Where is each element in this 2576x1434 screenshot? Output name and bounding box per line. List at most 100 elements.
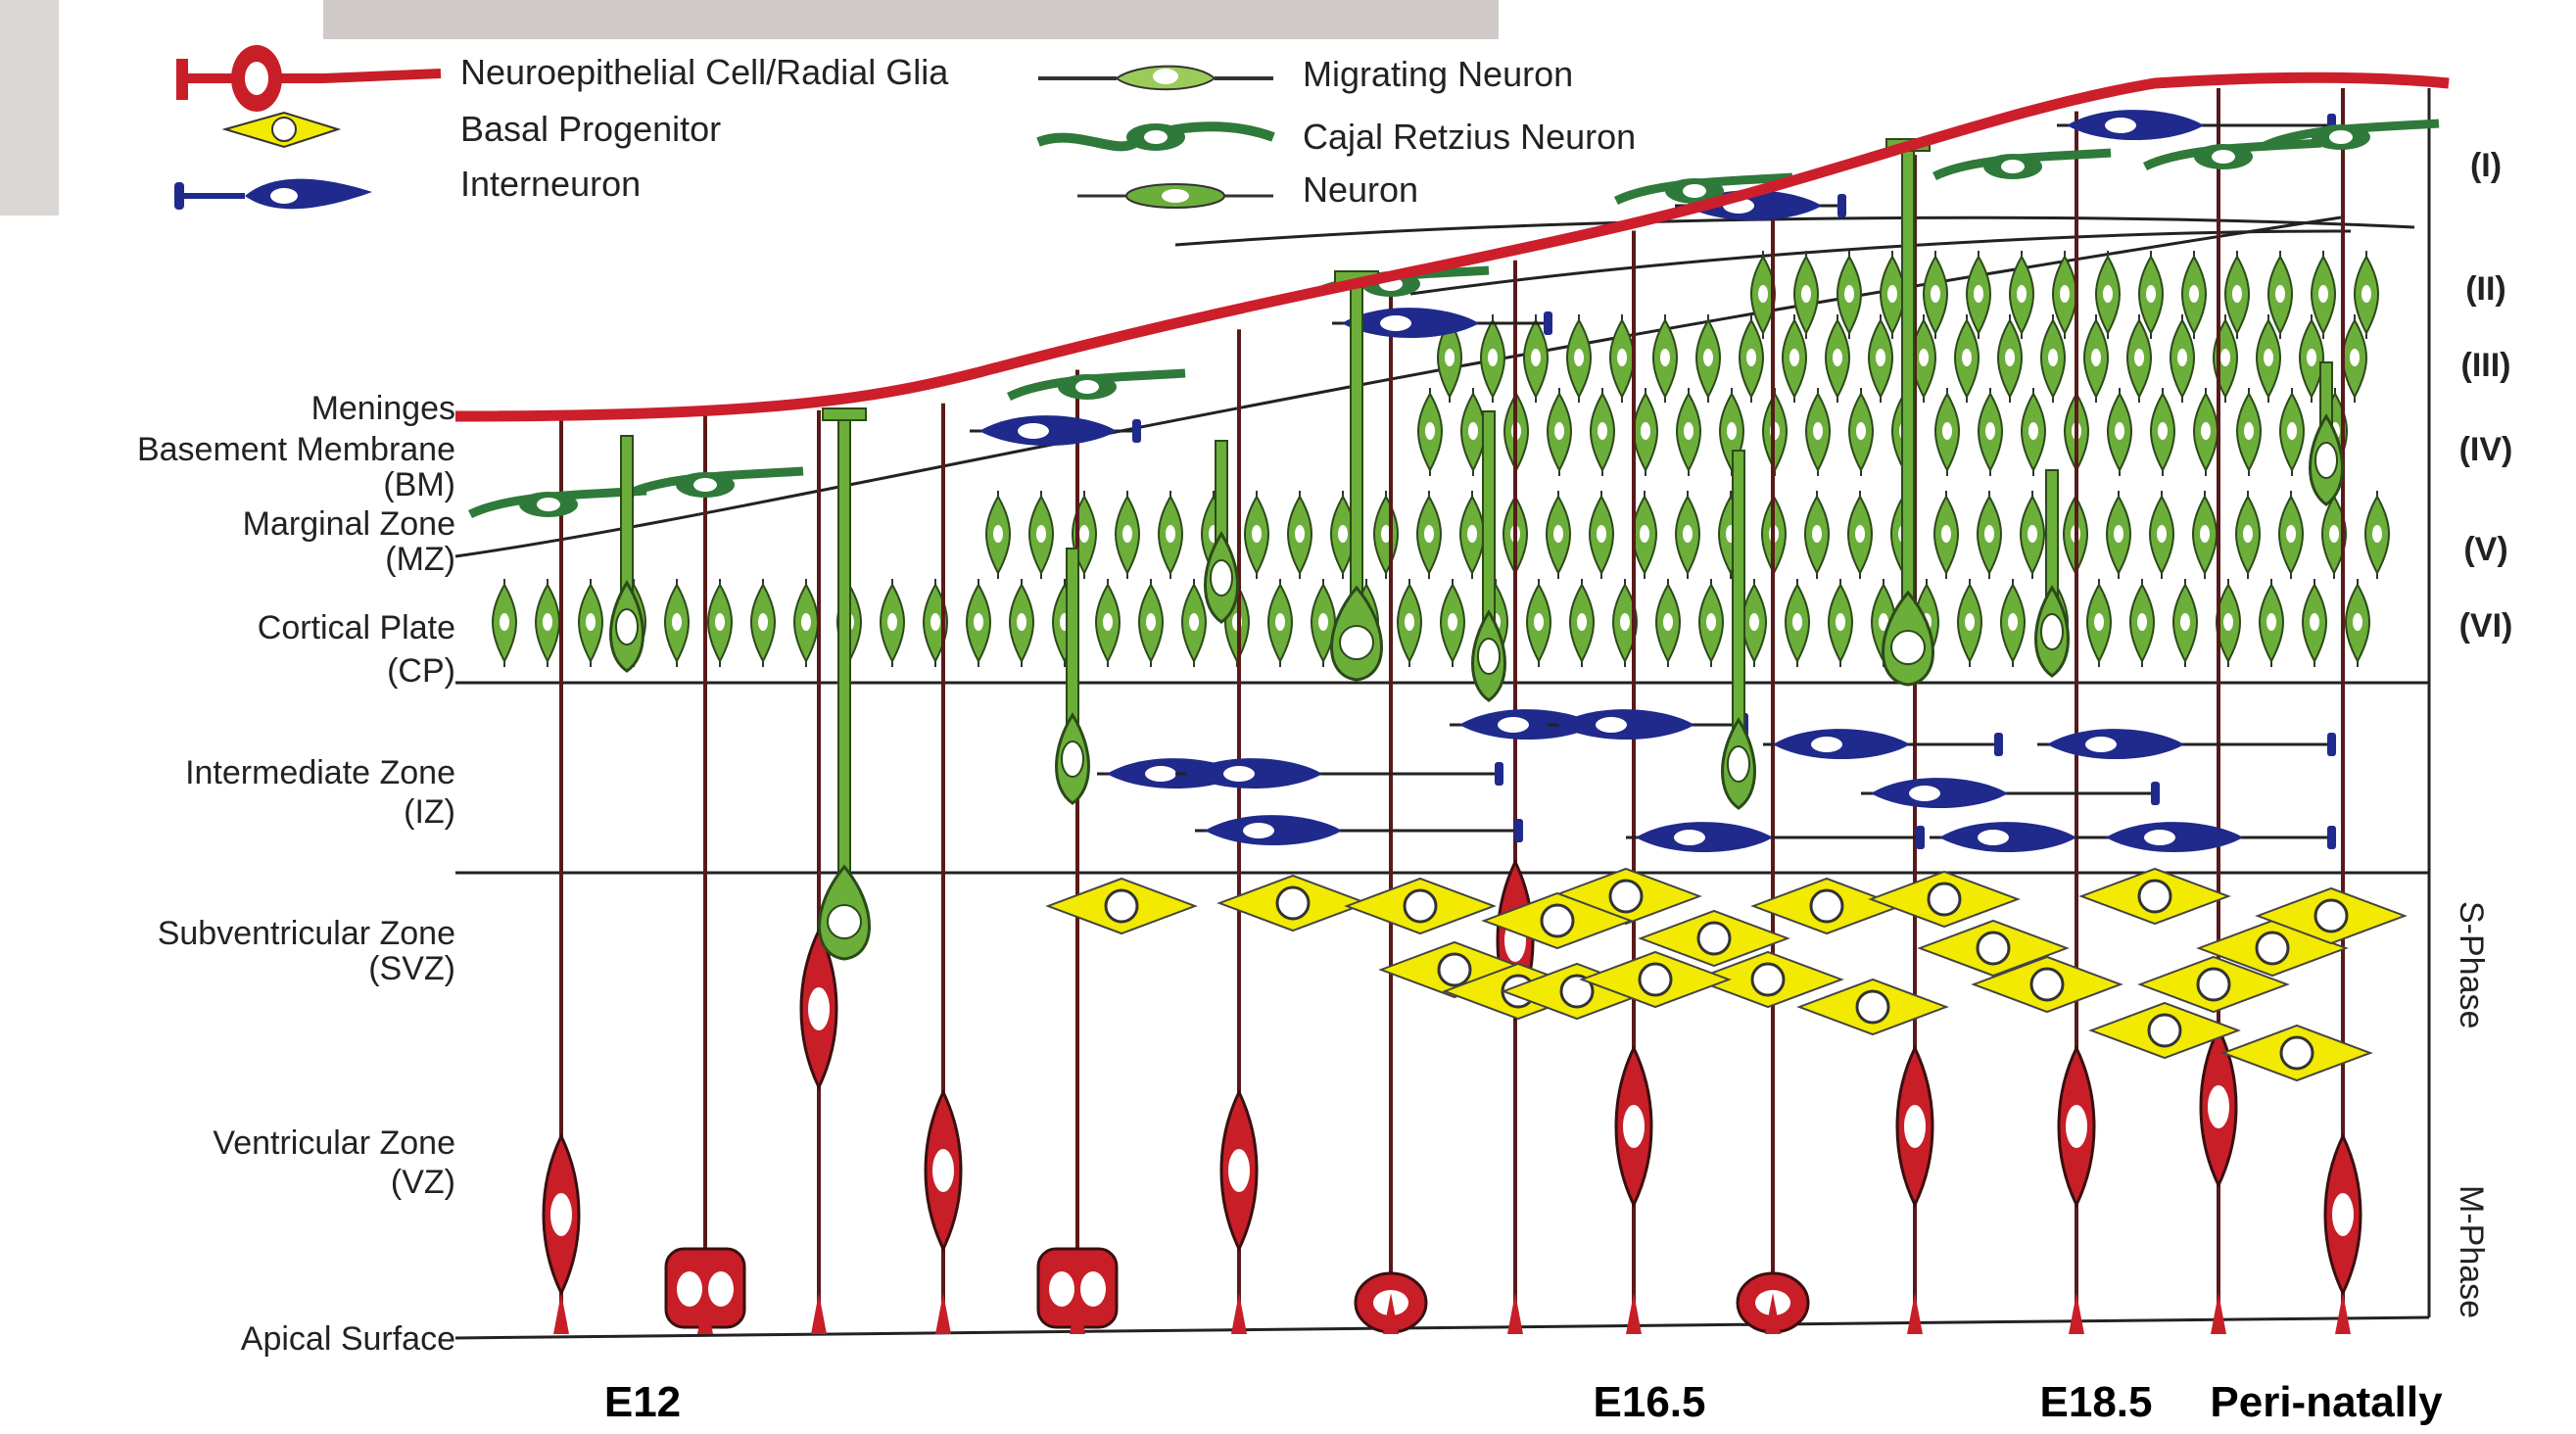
cajal-retzius-group [467,119,2440,519]
interneuron-cell [1175,758,1503,789]
legend-basal-progenitor-label: Basal Progenitor [460,109,721,149]
interneuron-cell [2096,822,2336,853]
cortical-neuron [707,579,733,667]
cortical-neuron [1115,491,1140,579]
basal-progenitor-cell [2255,886,2408,945]
zone-mz-abbr-label: (MZ) [385,541,455,578]
cortical-neuron [750,579,776,667]
cortical-neuron [880,579,905,667]
basal-progenitor-cell [1917,919,2070,978]
cortical-neuron [2138,251,2164,339]
cortical-neuron [1287,491,1312,579]
cortical-neuron [1847,491,1873,579]
m-phase-label: M-Phase [2453,1185,2490,1318]
legend-migrating-neuron-icon [1038,65,1273,91]
interneuron-cell [1332,308,1552,339]
cortical-neuron [1416,491,1442,579]
legend-cajal-retzius-icon [1036,121,1275,152]
migrating-neuron-cell [1721,450,1756,810]
layer-ii-boundary-line [1409,229,2352,296]
cortical-neuron [1095,579,1121,667]
s-phase-label: S-Phase [2453,901,2490,1028]
cortical-neuron [1590,388,1615,476]
cortical-neuron [1676,388,1701,476]
layer-iv-label: (IV) [2459,431,2513,468]
cortical-neuron [1609,314,1635,403]
cortical-neuron [1741,579,1767,667]
cortical-neuron [1523,314,1549,403]
legend-neuron-icon [1077,183,1273,209]
cortical-neuron [2192,491,2218,579]
cortical-neuron [1158,491,1183,579]
cortical-neuron [1330,491,1356,579]
cortical-neuron [2354,251,2379,339]
basal-progenitor-cell [1481,891,1634,950]
cortical-neuron [1633,388,1658,476]
cortical-neuron [2040,314,2066,403]
cortical-neuron [985,491,1011,579]
cajal-retzius-cell [624,466,804,500]
basal-progenitor-cell [2078,867,2231,926]
cortical-neuron [1750,251,1776,339]
interneuron-cell [1763,729,2003,760]
legend-neuron-label: Neuron [1303,169,1418,210]
cortical-neuron [1480,314,1505,403]
cortical-neuron [2256,314,2281,403]
interneuron-cell [2037,729,2336,760]
cortical-neuron [2107,388,2132,476]
cortical-neuron [2021,388,2046,476]
cortical-neuron [2170,314,2195,403]
cortical-neuron [1954,314,1980,403]
background-top-band [323,0,1499,39]
cortical-neuron [2181,251,2207,339]
cortical-neuron [1934,388,1960,476]
cortical-neuron [1267,579,1293,667]
cortical-neuron [1138,579,1164,667]
basal-progenitor-cell [1692,950,1844,1009]
cortical-neuron [1546,491,1571,579]
zone-vz-abbr-label: (VZ) [391,1164,455,1201]
cortical-neuron [1957,579,1982,667]
legend-radial-glia-label: Neuroepithelial Cell/Radial Glia [460,52,949,92]
cortical-neuron [2150,388,2175,476]
radial-glia-cell [799,409,838,1334]
cortical-neuron [1632,491,1657,579]
radial-glia-group [542,88,2362,1334]
interneuron-cell [1548,709,1748,741]
timepoint-labels: E12 E16.5 E18.5 Peri-natally [604,1378,2443,1426]
basal-progenitor-cell [2088,1001,2241,1060]
zone-bm-abbr-label: (BM) [383,466,455,503]
apical-surface-line [454,1315,2430,1340]
cortical-neuron [1911,314,1936,403]
layer-ii-label: (II) [2465,270,2506,308]
cortical-neuron [1460,388,1486,476]
cortical-neuron [1977,491,2002,579]
meninges-line [454,72,2450,422]
migrating-neuron-cell [2309,361,2344,506]
cortical-neuron [1785,579,1810,667]
cortical-neuron [1793,251,1819,339]
cortical-neuron [1028,491,1054,579]
radial-glia-cell [1354,291,1428,1334]
basal-progenitor-cell [1344,877,1497,935]
cortical-neuron [2345,579,2370,667]
basal-progenitor-cell [1971,955,2123,1014]
timepoint-e12-label: E12 [604,1378,681,1426]
radial-glia-cell [924,403,963,1334]
cortical-neuron [2299,314,2324,403]
legend-radial-glia-icon [176,45,442,112]
basal-progenitor-cell [1638,909,1790,968]
zone-iz-abbr-label: (IZ) [404,793,455,831]
zone-cortical-plate-label: Cortical Plate [258,609,455,646]
cortical-neuron [2364,491,2390,579]
cortical-neuron [2172,579,2198,667]
cortical-neuron [2106,491,2131,579]
cortical-neuron [2009,251,2034,339]
cortical-neuron [1397,579,1422,667]
cajal-retzius-cell [1613,172,1793,206]
interneuron-cell [1195,815,1523,846]
cortical-neuron [664,579,690,667]
cajal-retzius-cell [1006,368,1186,402]
interneuron-cell [1626,822,1925,853]
cortical-neuron [2020,491,2045,579]
